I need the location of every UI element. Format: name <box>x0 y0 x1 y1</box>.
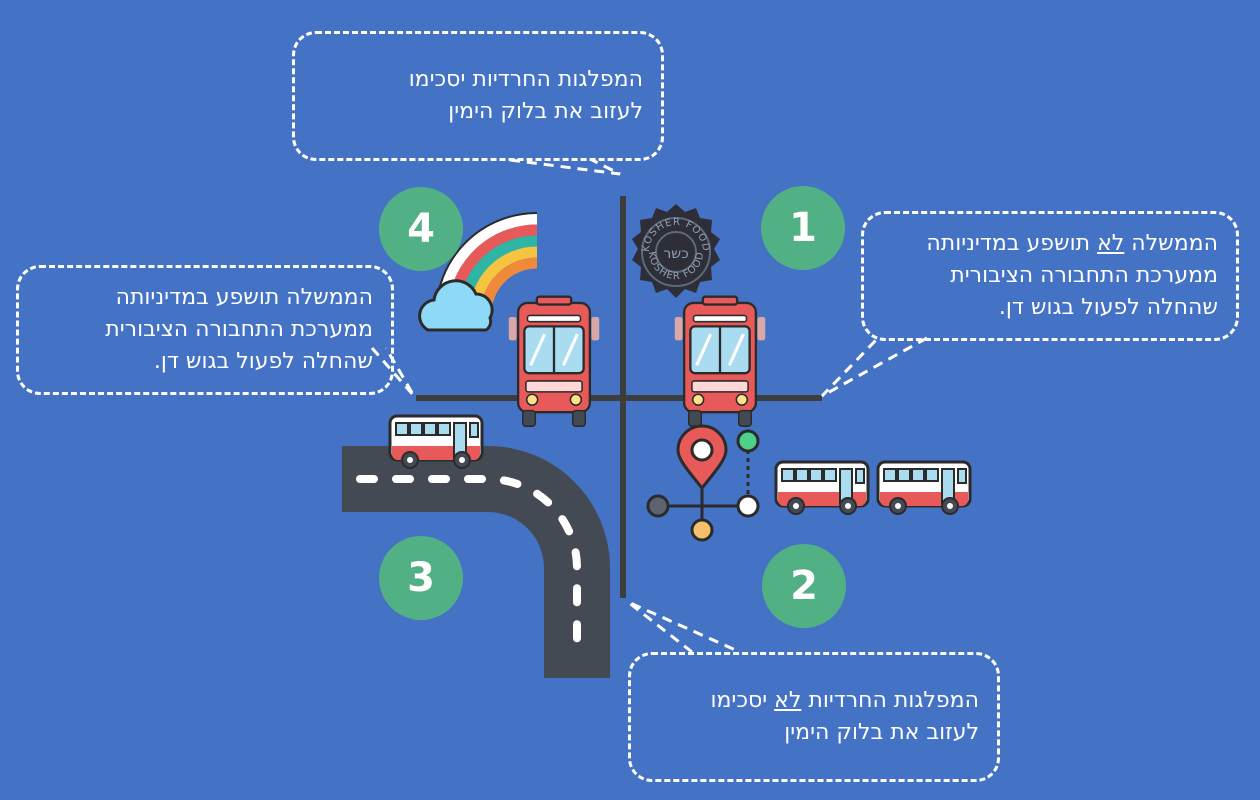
q3-line2: ממערכת התחבורה הציבורית <box>105 317 373 342</box>
bubble-q1: הממשלה לא תושפע במדיניותה ממערכת התחבורה… <box>861 211 1239 341</box>
q4-line2: לעזוב את בלוק הימין <box>448 99 643 124</box>
q1-line1-post: תושפע במדיניותה <box>926 231 1098 256</box>
q1-line1-emph: לא <box>1097 231 1125 256</box>
bubble-q4: המפלגות החרדיות יסכימו לעזוב את בלוק הימ… <box>292 31 664 161</box>
route-map-icon <box>646 424 760 542</box>
connector-q3 <box>370 347 416 397</box>
badge-q1: 1 <box>761 186 845 270</box>
connector-q4 <box>509 158 621 176</box>
seal-center-text: כשר <box>663 246 688 262</box>
side-bus-icon-1 <box>774 460 870 516</box>
side-bus-icon-road <box>388 414 484 470</box>
connector-q2 <box>627 600 741 654</box>
q2-line1-pre: המפלגות החרדיות <box>801 688 979 713</box>
front-bus-icon-q4 <box>507 295 601 428</box>
connectors <box>370 158 928 654</box>
q3-line1: הממשלה תושפע במדיניותה <box>115 285 373 310</box>
q2-line2: לעזוב את בלוק הימין <box>784 720 979 745</box>
road-icon <box>342 446 610 678</box>
side-bus-icon-2 <box>876 460 972 516</box>
front-bus-icon-q1 <box>673 295 767 428</box>
badge-q4: 4 <box>379 187 463 271</box>
rainbow-icon <box>418 212 538 332</box>
badge-q3: 3 <box>379 536 463 620</box>
q2-line1-emph: לא <box>774 688 802 713</box>
q3-line3: שהחלה לפעול בגוש דן. <box>153 349 373 374</box>
badge-q2: 2 <box>762 544 846 628</box>
q2-line1-post: יסכימו <box>710 688 775 713</box>
q1-line1-pre: הממשלה <box>1124 231 1218 256</box>
bubble-q2: המפלגות החרדיות לא יסכימו לעזוב את בלוק … <box>628 652 1000 782</box>
q1-line3: שהחלה לפעול בגוש דן. <box>998 295 1218 320</box>
q4-line1: המפלגות החרדיות יסכימו <box>408 67 643 92</box>
q1-line2: ממערכת התחבורה הציבורית <box>950 263 1218 288</box>
q2-line1: המפלגות החרדיות לא יסכימו <box>649 685 979 717</box>
q1-line1: הממשלה לא תושפע במדיניותה <box>882 228 1218 260</box>
connector-q1 <box>820 336 928 398</box>
cloud-icon <box>418 279 494 332</box>
kosher-seal-icon: KOSHER FOOD KOSHER FOOD כשר <box>632 204 720 298</box>
bubble-q3: הממשלה תושפע במדיניותה ממערכת התחבורה הצ… <box>16 265 394 395</box>
